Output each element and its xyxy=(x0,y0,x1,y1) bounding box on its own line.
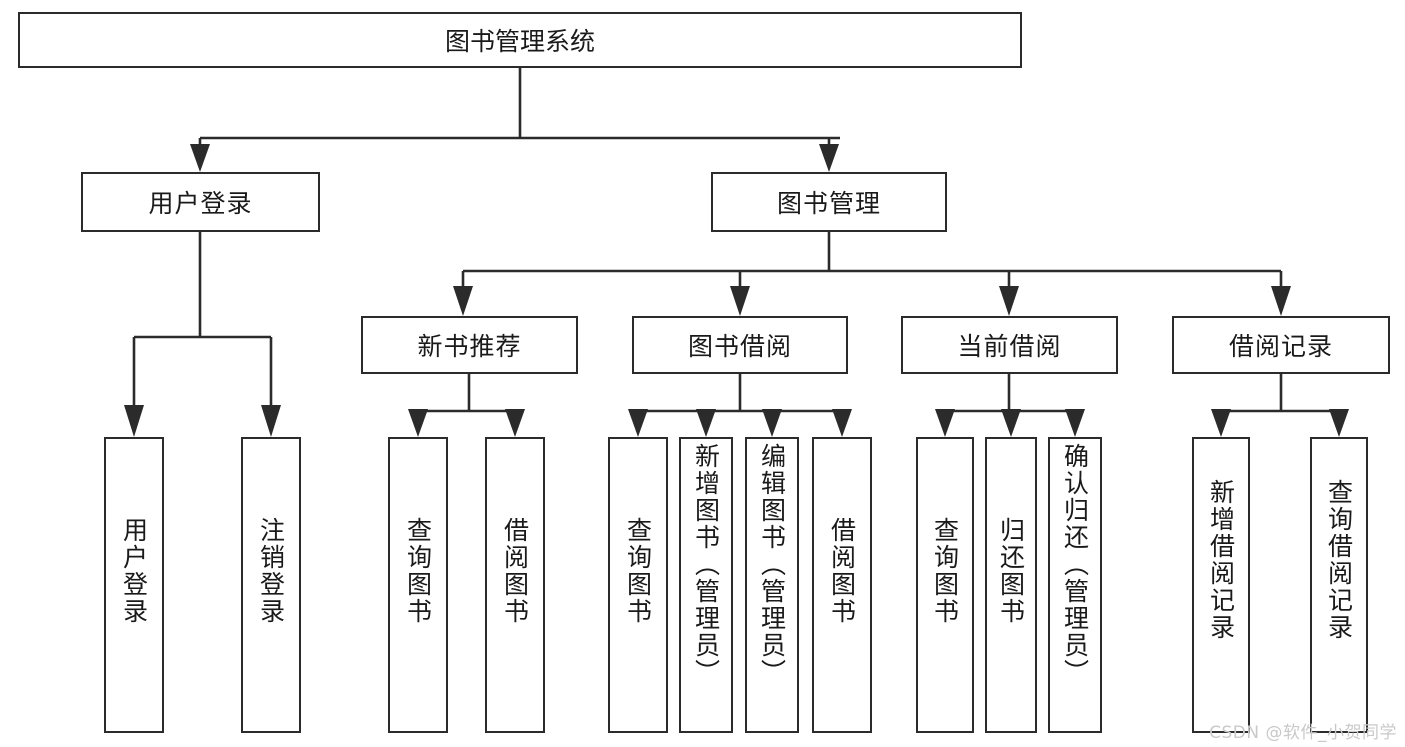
node-leaf-edit-book[interactable]: 编辑图书（管理员） xyxy=(745,437,799,733)
arrowhead-leaf-user-login xyxy=(124,405,144,437)
node-leaf-borrow-book-recommend[interactable]: 借阅图书 xyxy=(485,437,545,733)
node-leaf-user-login[interactable]: 用户登录 xyxy=(104,437,164,733)
node-leaf-query-borrow-record[interactable]: 查询借阅记录 xyxy=(1310,437,1368,733)
arrowhead-leaf-add-book xyxy=(696,409,716,437)
node-leaf-user-login-label: 用户登录 xyxy=(119,517,149,625)
node-borrow-record-label: 借阅记录 xyxy=(1228,332,1333,361)
arrowhead-new-book-recommend xyxy=(453,286,473,316)
node-leaf-add-borrow-record[interactable]: 新增借阅记录 xyxy=(1192,437,1250,733)
node-leaf-borrow-book-label: 借阅图书 xyxy=(827,517,857,625)
arrowhead-leaf-add-borrow-record xyxy=(1211,409,1231,437)
node-book-management[interactable]: 图书管理 xyxy=(711,172,947,232)
node-leaf-query-book-borrow[interactable]: 查询图书 xyxy=(608,437,668,733)
node-current-borrow-label: 当前借阅 xyxy=(957,332,1062,361)
arrowhead-leaf-query-book-borrow xyxy=(628,409,648,437)
node-leaf-query-book-recommend[interactable]: 查询图书 xyxy=(388,437,448,733)
node-leaf-query-book-current-label: 查询图书 xyxy=(930,517,960,625)
node-root[interactable]: 图书管理系统 xyxy=(18,12,1022,68)
arrowhead-user-login xyxy=(190,144,210,172)
node-book-management-label: 图书管理 xyxy=(776,189,881,218)
node-root-label: 图书管理系统 xyxy=(444,27,595,56)
arrowhead-borrow-record xyxy=(1271,286,1291,316)
node-user-login-label: 用户登录 xyxy=(148,189,253,218)
node-borrow-record[interactable]: 借阅记录 xyxy=(1172,316,1390,374)
node-user-login[interactable]: 用户登录 xyxy=(81,172,320,232)
arrowhead-book-borrow xyxy=(730,286,750,316)
arrowhead-leaf-confirm-return xyxy=(1065,409,1085,437)
node-current-borrow[interactable]: 当前借阅 xyxy=(901,316,1118,374)
node-leaf-return-book[interactable]: 归还图书 xyxy=(985,437,1037,733)
arrowhead-book-management xyxy=(819,144,839,172)
node-leaf-query-borrow-record-label: 查询借阅记录 xyxy=(1324,479,1354,641)
node-leaf-confirm-return-label: 确认归还（管理员） xyxy=(1060,443,1090,686)
node-leaf-edit-book-label: 编辑图书（管理员） xyxy=(757,443,787,686)
node-leaf-logout-label: 注销登录 xyxy=(256,517,286,625)
node-leaf-query-book-current[interactable]: 查询图书 xyxy=(916,437,974,733)
node-leaf-logout[interactable]: 注销登录 xyxy=(241,437,301,733)
node-leaf-borrow-book[interactable]: 借阅图书 xyxy=(812,437,872,733)
node-leaf-add-borrow-record-label: 新增借阅记录 xyxy=(1206,479,1236,641)
arrowhead-leaf-edit-book xyxy=(762,409,782,437)
node-new-book-recommend-label: 新书推荐 xyxy=(417,332,522,361)
arrowhead-leaf-query-book-recommend xyxy=(408,409,428,437)
arrowhead-leaf-return-book xyxy=(1001,409,1021,437)
node-leaf-query-book-recommend-label: 查询图书 xyxy=(403,517,433,625)
arrowhead-leaf-borrow-book-recommend xyxy=(505,409,525,437)
arrowhead-leaf-logout xyxy=(261,405,281,437)
node-book-borrow[interactable]: 图书借阅 xyxy=(632,316,848,374)
node-leaf-add-book[interactable]: 新增图书（管理员） xyxy=(679,437,733,733)
arrowhead-leaf-query-borrow-record xyxy=(1329,409,1349,437)
arrowhead-leaf-query-book-current xyxy=(935,409,955,437)
node-leaf-query-book-borrow-label: 查询图书 xyxy=(623,517,653,625)
arrowhead-leaf-borrow-book xyxy=(832,409,852,437)
node-leaf-return-book-label: 归还图书 xyxy=(996,517,1026,625)
node-leaf-add-book-label: 新增图书（管理员） xyxy=(691,443,721,686)
node-book-borrow-label: 图书借阅 xyxy=(687,332,792,361)
node-new-book-recommend[interactable]: 新书推荐 xyxy=(361,316,578,374)
node-leaf-confirm-return[interactable]: 确认归还（管理员） xyxy=(1048,437,1102,733)
arrowhead-current-borrow xyxy=(999,286,1019,316)
watermark-text: CSDN @软件_小贺同学 xyxy=(1209,723,1397,743)
node-leaf-borrow-book-recommend-label: 借阅图书 xyxy=(500,517,530,625)
